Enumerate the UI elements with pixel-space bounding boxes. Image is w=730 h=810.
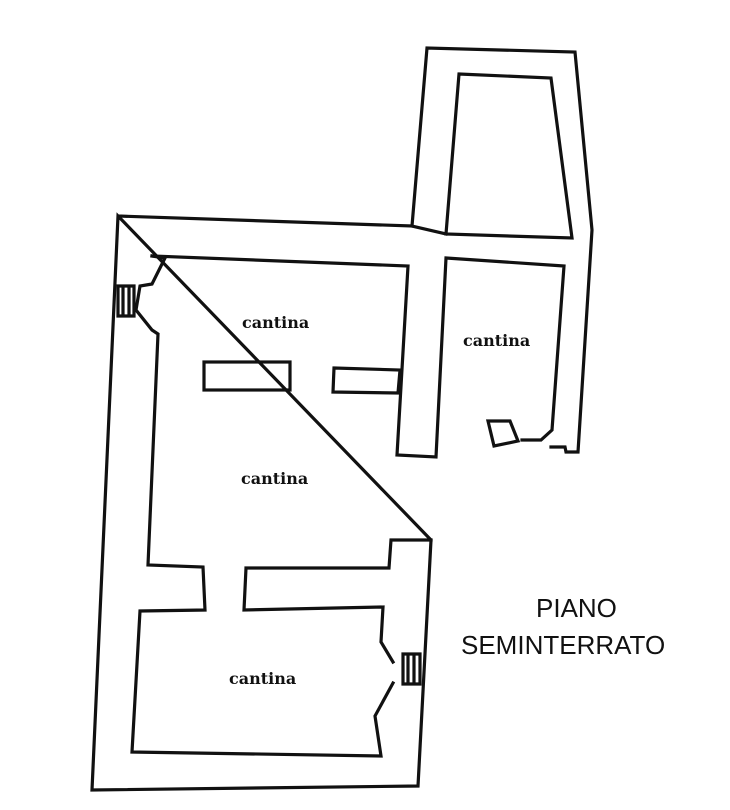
label-cellar-center: cantina: [241, 469, 308, 488]
floor-title-line-1: PIANO: [536, 593, 617, 623]
right-room-threshold: [485, 419, 521, 448]
outer-wall: [90, 46, 594, 792]
label-cellar-bottom: cantina: [229, 669, 296, 688]
partition-center-bottom: [242, 538, 433, 665]
window-left-top: [116, 284, 136, 318]
north-annex-inner-wall: [444, 72, 574, 240]
room-cellar-top-left-wall: [150, 254, 566, 459]
stub-wall-center: [331, 366, 402, 395]
annex-corridor-wall: [410, 224, 448, 236]
partition-top-center: [130, 254, 396, 758]
pillar: [202, 360, 292, 392]
label-cellar-top-left: cantina: [242, 313, 309, 332]
window-right-bottom: [401, 652, 422, 686]
label-cellar-top-right: cantina: [463, 331, 530, 350]
floor-title-line-2: SEMINTERRATO: [461, 630, 665, 660]
